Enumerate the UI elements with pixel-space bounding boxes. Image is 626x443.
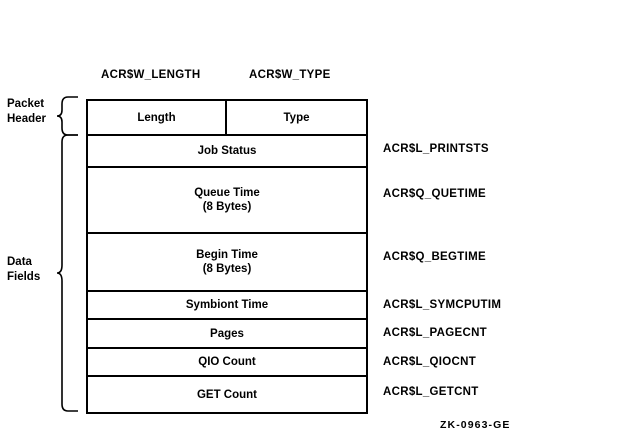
- side-label-pagecnt: ACR$L_PAGECNT: [383, 327, 488, 339]
- brace-packet-header-icon: [56, 96, 78, 136]
- table-row-qio-count: QIO Count: [88, 349, 366, 377]
- table-row-job-status: Job Status: [88, 136, 366, 168]
- side-label-quetime: ACR$Q_QUETIME: [383, 188, 486, 200]
- side-label-begtime: ACR$Q_BEGTIME: [383, 251, 486, 263]
- table-cell-pages-label: Pages: [210, 327, 244, 340]
- label-acr-w-length: ACR$W_LENGTH: [101, 69, 201, 81]
- table-cell-begin-time-label: Begin Time (8 Bytes): [196, 249, 258, 275]
- table-cell-queue-time-label: Queue Time (8 Bytes): [194, 187, 260, 213]
- table-cell-type-label: Type: [283, 111, 310, 124]
- side-label-symcputim: ACR$L_SYMCPUTIM: [383, 299, 502, 311]
- side-label-getcnt: ACR$L_GETCNT: [383, 386, 479, 398]
- table-cell-get-count-label: GET Count: [196, 388, 258, 401]
- side-label-printsts: ACR$L_PRINTSTS: [383, 143, 489, 155]
- table-cell-job-status-label: Job Status: [197, 145, 257, 157]
- figure-id-label: ZK-0963-GE: [440, 419, 511, 431]
- group-label-packet-header: Packet Header: [7, 98, 46, 125]
- group-label-data-fields: Data Fields: [7, 256, 41, 283]
- table-row-begin-time: Begin Time (8 Bytes): [88, 234, 366, 292]
- table-cell-type: Type: [227, 101, 366, 134]
- side-label-qiocnt: ACR$L_QIOCNT: [383, 356, 477, 368]
- brace-data-fields-icon: [56, 134, 78, 412]
- packet-structure-table: Length Type Job Status Queue Time (8 Byt…: [86, 99, 368, 414]
- table-row-pages: Pages: [88, 320, 366, 349]
- table-row-symbiont-time: Symbiont Time: [88, 292, 366, 320]
- table-cell-qio-count-label: QIO Count: [198, 356, 256, 368]
- label-acr-w-type: ACR$W_TYPE: [249, 69, 331, 81]
- table-cell-symbiont-time-label: Symbiont Time: [185, 299, 269, 311]
- table-row-packet-header: Length Type: [88, 101, 366, 136]
- table-cell-length-label: Length: [137, 111, 176, 124]
- table-row-get-count: GET Count: [88, 377, 366, 412]
- table-row-queue-time: Queue Time (8 Bytes): [88, 168, 366, 234]
- table-cell-length: Length: [88, 101, 227, 134]
